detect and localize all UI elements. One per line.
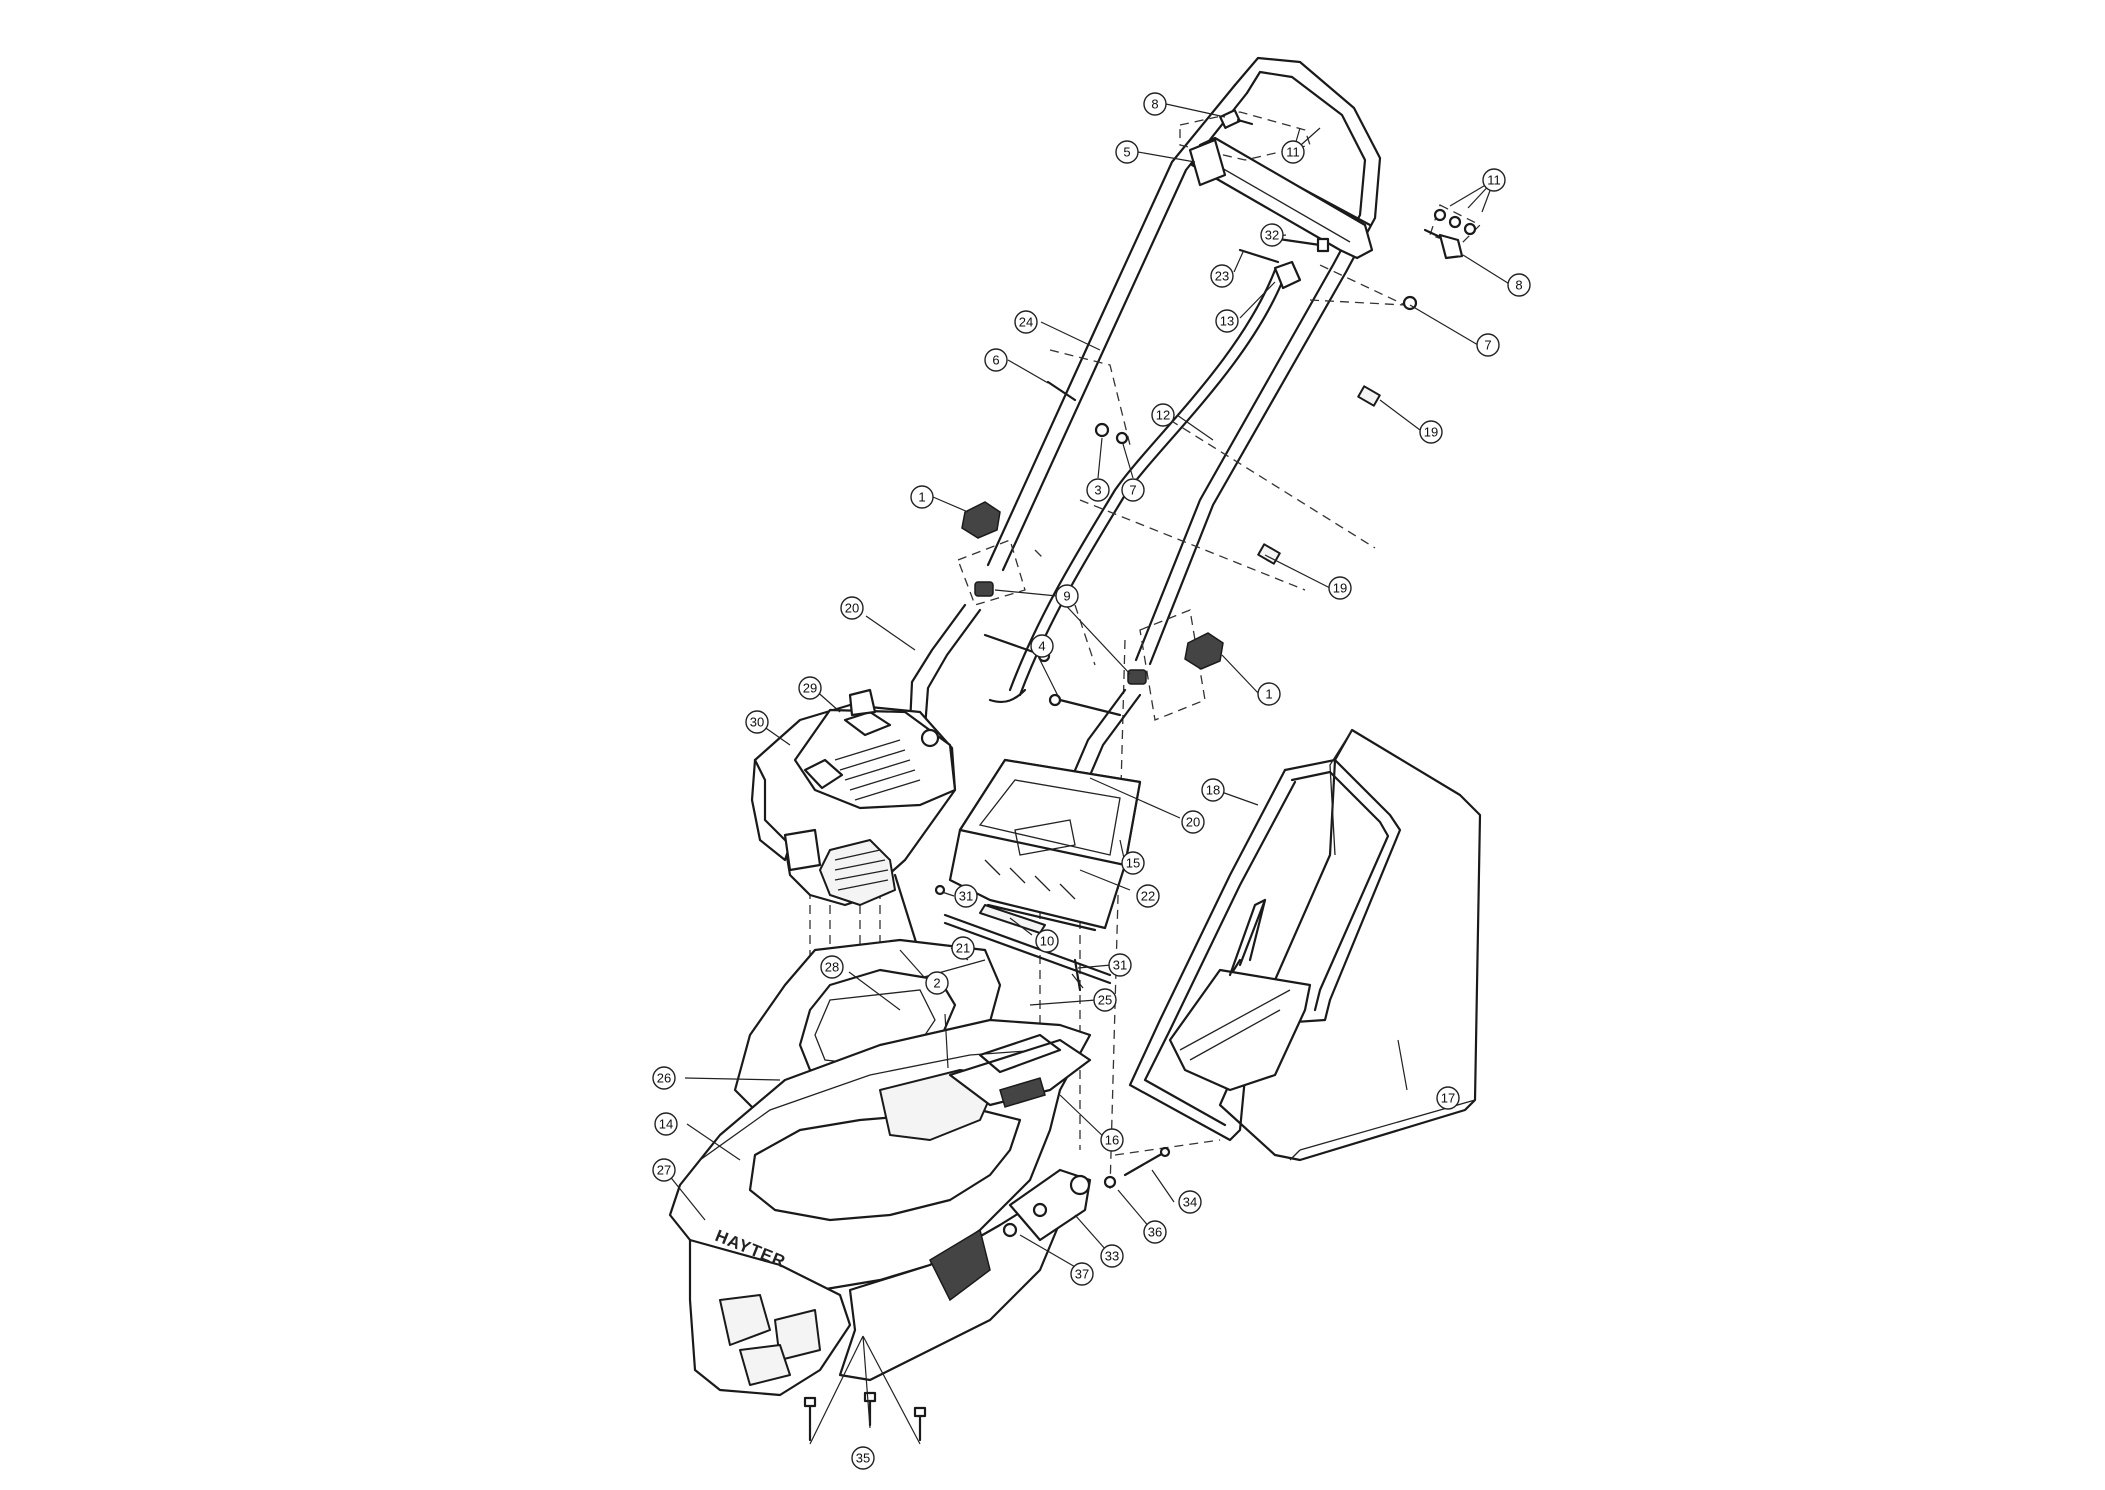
callout-label: 23 xyxy=(1215,269,1229,284)
handle-hardware xyxy=(961,109,1477,717)
callout-3: 3 xyxy=(1086,478,1110,502)
callout-label: 1 xyxy=(918,490,925,505)
callout-label: 27 xyxy=(657,1163,671,1178)
callout-17: 17 xyxy=(1436,1086,1460,1110)
callout-label: 12 xyxy=(1156,408,1170,423)
callout-label: 9 xyxy=(1063,589,1070,604)
callout-1: 1 xyxy=(1257,682,1281,706)
callout-7: 7 xyxy=(1121,478,1145,502)
callout-8: 8 xyxy=(1143,92,1167,116)
callout-label: 11 xyxy=(1487,173,1501,188)
callout-11: 11 xyxy=(1482,168,1506,192)
callout-8: 8 xyxy=(1507,273,1531,297)
callout-28: 28 xyxy=(820,955,844,979)
callout-label: 20 xyxy=(1186,815,1200,830)
callout-14: 14 xyxy=(654,1112,678,1136)
callout-20: 20 xyxy=(840,596,864,620)
callout-19: 19 xyxy=(1328,576,1352,600)
callout-36: 36 xyxy=(1143,1220,1167,1244)
callout-10: 10 xyxy=(1035,929,1059,953)
callout-18: 18 xyxy=(1201,778,1225,802)
callout-12: 12 xyxy=(1151,403,1175,427)
callout-label: 35 xyxy=(856,1451,870,1466)
callout-19: 19 xyxy=(1419,420,1443,444)
callout-11: 11 xyxy=(1281,140,1305,164)
leader-lines xyxy=(667,103,1512,1445)
callout-9: 9 xyxy=(1055,584,1079,608)
callout-4: 4 xyxy=(1030,634,1054,658)
callout-label: 14 xyxy=(659,1117,673,1132)
axle-hardware xyxy=(1103,1146,1171,1189)
callout-26: 26 xyxy=(652,1066,676,1090)
callout-label: 28 xyxy=(825,960,839,975)
callout-23: 23 xyxy=(1210,264,1234,288)
callout-31: 31 xyxy=(954,884,978,908)
callout-31: 31 xyxy=(1108,953,1132,977)
rear-flap xyxy=(948,758,1142,932)
callout-33: 33 xyxy=(1100,1244,1124,1268)
callout-label: 34 xyxy=(1183,1195,1197,1210)
callout-29: 29 xyxy=(798,676,822,700)
callout-label: 22 xyxy=(1141,889,1155,904)
grass-bag-frame xyxy=(1128,758,1402,1142)
callout-32: 32 xyxy=(1260,223,1284,247)
callout-13: 13 xyxy=(1215,309,1239,333)
callout-label: 26 xyxy=(657,1071,671,1086)
engine xyxy=(750,688,957,907)
callout-25: 25 xyxy=(1093,988,1117,1012)
callout-label: 8 xyxy=(1151,97,1158,112)
callout-34: 34 xyxy=(1178,1190,1202,1214)
callout-label: 19 xyxy=(1424,425,1438,440)
callout-15: 15 xyxy=(1121,851,1145,875)
callout-label: 11 xyxy=(1286,145,1300,160)
callout-label: 16 xyxy=(1105,1133,1119,1148)
callout-label: 15 xyxy=(1126,856,1140,871)
callout-2: 2 xyxy=(925,971,949,995)
callout-label: 17 xyxy=(1441,1091,1455,1106)
callout-label: 37 xyxy=(1075,1267,1089,1282)
callout-27: 27 xyxy=(652,1158,676,1182)
callout-22: 22 xyxy=(1136,884,1160,908)
deck xyxy=(668,1018,1092,1397)
callout-30: 30 xyxy=(745,710,769,734)
callout-label: 18 xyxy=(1206,783,1220,798)
callout-label: 4 xyxy=(1038,639,1045,654)
callout-label: 24 xyxy=(1019,315,1033,330)
callout-35: 35 xyxy=(851,1446,875,1470)
callout-label: 13 xyxy=(1220,314,1234,329)
callout-37: 37 xyxy=(1070,1262,1094,1286)
callout-7: 7 xyxy=(1476,333,1500,357)
callout-label: 21 xyxy=(956,941,970,956)
callout-16: 16 xyxy=(1100,1128,1124,1152)
callout-label: 10 xyxy=(1040,934,1054,949)
callout-label: 32 xyxy=(1265,228,1279,243)
callout-label: 3 xyxy=(1094,483,1101,498)
callout-label: 1 xyxy=(1265,687,1272,702)
callout-label: 5 xyxy=(1123,145,1130,160)
callout-label: 36 xyxy=(1148,1225,1162,1240)
callout-label: 6 xyxy=(992,353,999,368)
callout-21: 21 xyxy=(951,936,975,960)
callout-label: 31 xyxy=(959,889,973,904)
callout-label: 2 xyxy=(933,976,940,991)
callout-20: 20 xyxy=(1181,810,1205,834)
callout-label: 7 xyxy=(1129,483,1136,498)
callout-label: 29 xyxy=(803,681,817,696)
callout-label: 7 xyxy=(1484,338,1491,353)
callout-label: 19 xyxy=(1333,581,1347,596)
callout-5: 5 xyxy=(1115,140,1139,164)
upper-handle xyxy=(986,56,1382,666)
callout-label: 20 xyxy=(845,601,859,616)
callout-label: 8 xyxy=(1515,278,1522,293)
callout-label: 30 xyxy=(750,715,764,730)
callout-24: 24 xyxy=(1014,310,1038,334)
callout-6: 6 xyxy=(984,348,1008,372)
callout-label: 25 xyxy=(1098,993,1112,1008)
callout-1: 1 xyxy=(910,485,934,509)
callout-label: 31 xyxy=(1113,958,1127,973)
callout-label: 33 xyxy=(1105,1249,1119,1264)
